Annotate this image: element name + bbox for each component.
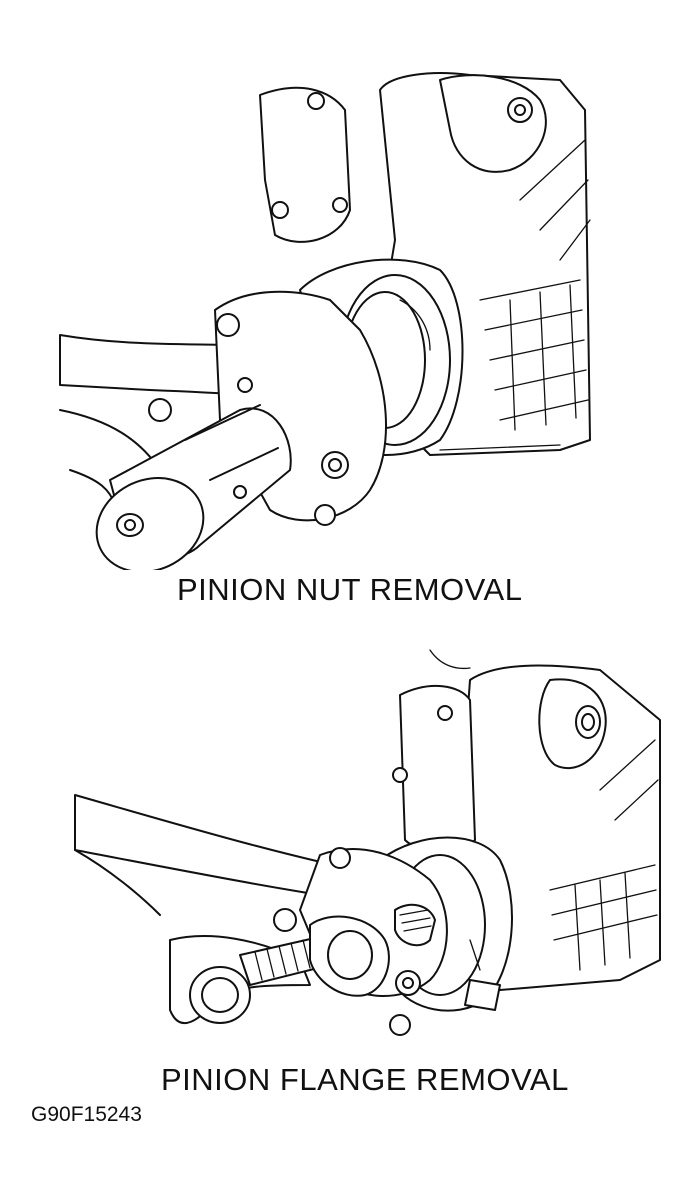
pinion-nut-removal-illustration [0,0,699,570]
figure-caption-pinion-nut-removal: PINION NUT REMOVAL [177,572,523,607]
figure-id-label: G90F15243 [31,1103,142,1126]
pinion-flange-removal-illustration [0,640,699,1060]
figure-caption-pinion-flange-removal: PINION FLANGE REMOVAL [161,1062,569,1097]
